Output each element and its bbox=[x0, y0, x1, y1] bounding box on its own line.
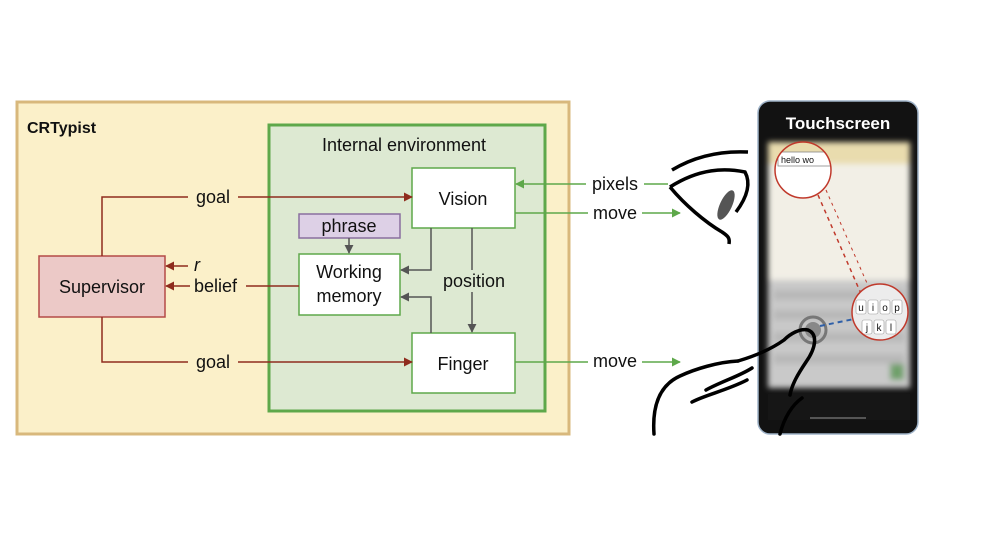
working-memory-box bbox=[298, 253, 401, 316]
vision-to-memory-arrow bbox=[400, 228, 432, 275]
key-label-k: k bbox=[877, 323, 883, 334]
key-i bbox=[867, 299, 879, 315]
eye-icon bbox=[668, 150, 750, 245]
goal-label-top: goal bbox=[196, 187, 230, 207]
supervisor-label: Supervisor bbox=[59, 277, 145, 297]
phrase-box bbox=[298, 213, 401, 239]
key-k bbox=[873, 319, 885, 335]
working-memory-label-1: Working bbox=[316, 262, 382, 282]
key-label-i: i bbox=[872, 303, 874, 314]
finger-label: Finger bbox=[437, 354, 488, 374]
finger-to-memory-arrow bbox=[400, 292, 432, 333]
crtypist-title: CRTypist bbox=[27, 120, 97, 137]
vision-label: Vision bbox=[439, 189, 488, 209]
r-label: r bbox=[194, 255, 201, 275]
goal-arrow-bottom bbox=[101, 317, 413, 367]
text-zoom-circle: hello wo bbox=[774, 141, 832, 199]
key-l bbox=[885, 319, 897, 335]
key-o bbox=[879, 299, 891, 315]
key-label-p: p bbox=[894, 303, 900, 314]
key-p bbox=[891, 299, 903, 315]
typed-text: hello wo bbox=[781, 155, 814, 165]
focus-guide-line-2 bbox=[825, 189, 871, 291]
touchscreen-title: Touchscreen bbox=[786, 114, 891, 133]
belief-label: belief bbox=[194, 276, 238, 296]
internal-environment-title: Internal environment bbox=[322, 135, 486, 155]
key-label-j: j bbox=[865, 323, 868, 334]
pixels-label: pixels bbox=[592, 174, 638, 194]
position-label: position bbox=[443, 271, 505, 291]
goal-label-bottom: goal bbox=[196, 352, 230, 372]
vision-move-label: move bbox=[593, 203, 637, 223]
phrase-label: phrase bbox=[321, 216, 376, 236]
key-label-o: o bbox=[882, 303, 888, 314]
focus-guide-line bbox=[817, 194, 863, 297]
finger-move-label: move bbox=[593, 351, 637, 371]
vision-box bbox=[411, 167, 516, 229]
working-memory-label-2: memory bbox=[316, 286, 381, 306]
key-label-u: u bbox=[858, 303, 864, 314]
key-label-l: l bbox=[890, 323, 892, 334]
key-j bbox=[861, 319, 873, 335]
key-u bbox=[855, 299, 867, 315]
goal-arrow-top bbox=[101, 192, 413, 256]
hand-icon bbox=[651, 327, 817, 436]
